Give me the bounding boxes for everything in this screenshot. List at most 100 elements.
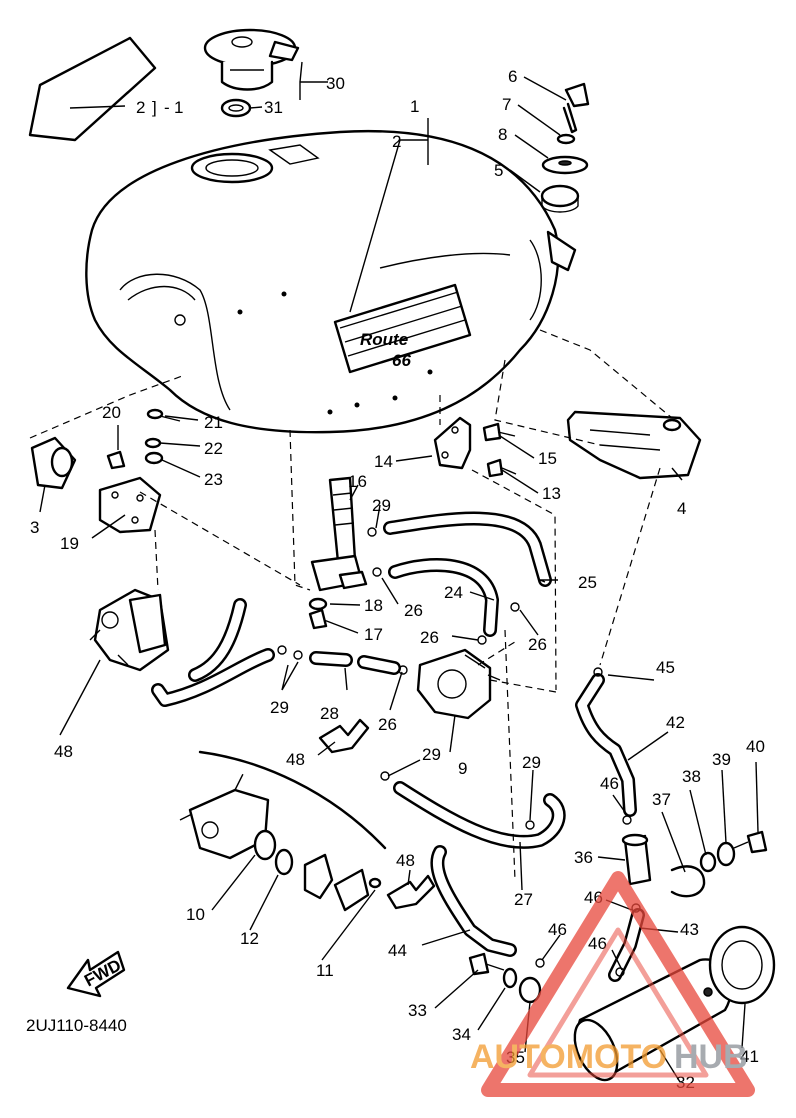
- callout-14: 14: [374, 452, 393, 471]
- gasket-18: [308, 597, 328, 611]
- washer-23: [144, 451, 164, 465]
- callout-29-a: 29: [372, 496, 391, 515]
- callout-41: 41: [740, 1047, 759, 1066]
- callout-27: 27: [514, 890, 533, 909]
- callout-20: 20: [102, 403, 121, 422]
- callout-34: 34: [452, 1025, 471, 1044]
- callout-3: 3: [30, 518, 39, 537]
- callout-8: 8: [498, 125, 507, 144]
- callout-33: 33: [408, 1001, 427, 1020]
- callout-21: 21: [204, 413, 223, 432]
- damper-3: [30, 436, 77, 490]
- collar-34: [502, 967, 518, 989]
- callout-25: 25: [578, 573, 597, 592]
- callout-48-a: 48: [54, 742, 73, 761]
- fuel-filter-36: [621, 833, 652, 886]
- bolt-13: [486, 458, 517, 478]
- fuel-pump-9: [416, 648, 501, 720]
- callout-16: 16: [348, 472, 367, 491]
- callout-2-panel: 2: [136, 98, 145, 117]
- seal-10: [253, 829, 277, 861]
- washer-7: [556, 133, 576, 145]
- collar-8: [541, 155, 589, 175]
- svg-text:-: -: [164, 98, 170, 117]
- svg-text:]: ]: [152, 98, 157, 117]
- callout-numbers: 1 2 2 ] - 1 3 4 5 6 7 8 9 10 11 12 13 14…: [30, 67, 765, 1092]
- washer-39: [716, 841, 736, 867]
- fuel-tank: [85, 129, 577, 434]
- washer-22: [144, 437, 162, 449]
- callout-12: 12: [240, 929, 259, 948]
- callout-40: 40: [746, 737, 765, 756]
- tank-badge: Route 66: [333, 283, 472, 374]
- callout-31: 31: [264, 98, 283, 117]
- callout-18: 18: [364, 596, 383, 615]
- callout-11: 11: [316, 961, 334, 980]
- diagram-code: 2UJ110-8440: [26, 1016, 127, 1035]
- watermark: AUTOMOTO HUB: [470, 871, 755, 1097]
- callout-5: 5: [494, 161, 503, 180]
- callout-1-panel: 1: [174, 98, 183, 117]
- callout-46-c: 46: [548, 920, 567, 939]
- callout-36: 36: [574, 848, 593, 867]
- callout-22: 22: [204, 439, 223, 458]
- callout-29-d: 29: [522, 753, 541, 772]
- callout-48-c: 48: [396, 851, 415, 870]
- callout-37: 37: [652, 790, 671, 809]
- bolt-33: [468, 952, 505, 976]
- bolt-15: [482, 422, 516, 442]
- callout-1: 1: [410, 97, 419, 116]
- callout-15: 15: [538, 449, 557, 468]
- fwd-arrow: FWD: [66, 950, 126, 998]
- clip-48-lower: [386, 874, 436, 910]
- callout-43: 43: [680, 920, 699, 939]
- plate-19: [98, 476, 162, 534]
- watermark-text-hub: HUB: [674, 1038, 748, 1076]
- callout-29-b: 29: [270, 698, 289, 717]
- o-ring-12: [274, 848, 294, 876]
- callout-42: 42: [666, 713, 685, 732]
- callout-45: 45: [656, 658, 675, 677]
- bolt-6: [562, 82, 590, 134]
- callout-46-a: 46: [600, 774, 619, 793]
- callout-19: 19: [60, 534, 79, 553]
- watermark-text-automoto: AUTOMOTO: [470, 1038, 667, 1076]
- callout-44: 44: [388, 941, 407, 960]
- canister-cap-41: [708, 925, 776, 1005]
- fuel-cap-gasket: [220, 98, 252, 118]
- bolt-20: [106, 450, 126, 470]
- callout-26-b: 26: [420, 628, 439, 647]
- badge-text-66: 66: [392, 351, 411, 370]
- bracket-37: [670, 865, 706, 898]
- callout-46-d: 46: [588, 934, 607, 953]
- callout-9: 9: [458, 759, 467, 778]
- callout-4: 4: [677, 499, 686, 518]
- badge-text-route: Route: [360, 330, 408, 349]
- screw-21: [146, 408, 181, 422]
- leader-lines: [39, 61, 759, 1083]
- callout-38: 38: [682, 767, 701, 786]
- damper-5: [540, 184, 580, 213]
- callout-29-c: 29: [422, 745, 441, 764]
- callout-30: 30: [326, 74, 345, 93]
- callout-2-tank: 2: [392, 132, 401, 151]
- bolt-40: [733, 830, 768, 854]
- dashed-guides: [29, 329, 673, 881]
- rear-bracket-4: [566, 410, 702, 480]
- callout-17: 17: [364, 625, 383, 644]
- callout-28: 28: [320, 704, 339, 723]
- callout-10: 10: [186, 905, 205, 924]
- fuel-cock-16: [310, 476, 368, 592]
- fuel-cap: [203, 28, 300, 91]
- callout-13: 13: [542, 484, 561, 503]
- callout-23: 23: [204, 470, 223, 489]
- callout-39: 39: [712, 750, 731, 769]
- bracket-14: [433, 416, 472, 470]
- fuel-pump-48: [89, 588, 170, 672]
- emblem-panel: [28, 36, 157, 142]
- callout-24: 24: [444, 583, 463, 602]
- callout-26-c: 26: [528, 635, 547, 654]
- callout-48-b: 48: [286, 750, 305, 769]
- callout-26-a: 26: [404, 601, 423, 620]
